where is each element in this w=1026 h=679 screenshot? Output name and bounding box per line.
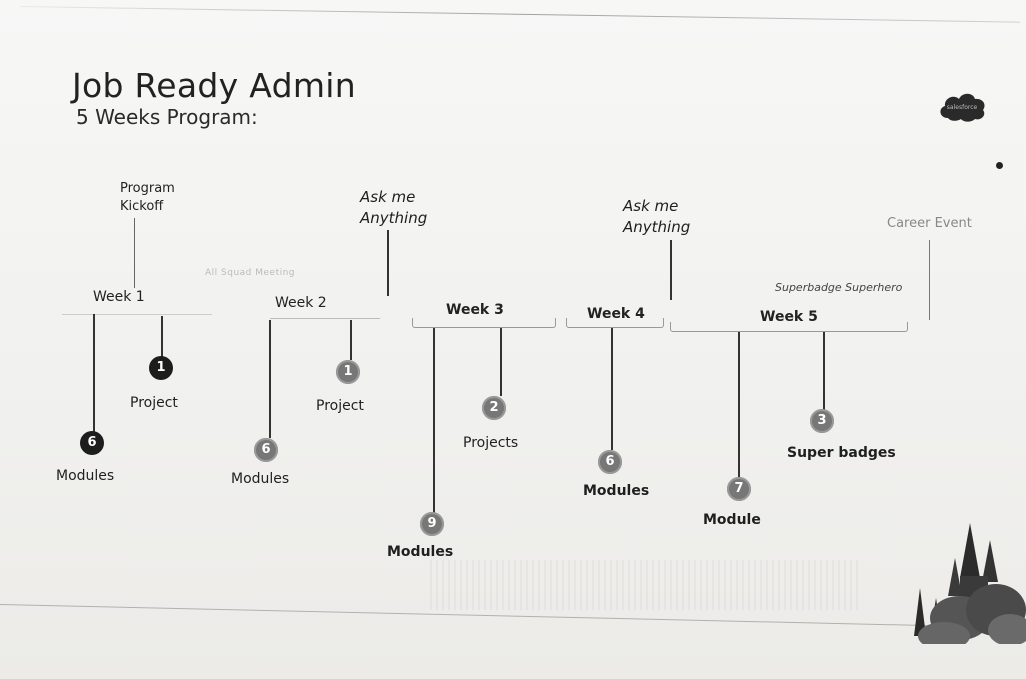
ama2-connector: [670, 240, 672, 300]
badge-w5-module: 7: [727, 477, 751, 501]
badge-w3-projects: 2: [482, 396, 506, 420]
label-w1-modules: Modules: [56, 468, 115, 484]
label-w2-modules: Modules: [231, 471, 290, 487]
event-ask-me-anything-1: Ask me Anything: [360, 188, 428, 227]
label-w1-project: Project: [130, 395, 178, 411]
event-ask-me-anything-2: Ask me Anything: [623, 197, 691, 236]
badge-w1-modules: 6: [80, 431, 104, 455]
badge-w5-superbadges: 3: [810, 409, 834, 433]
w1-project-connector: [161, 316, 163, 358]
speckle-texture: [430, 560, 860, 610]
event-faint-week2: All Squad Meeting: [205, 268, 296, 278]
badge-w2-project: 1: [336, 360, 360, 384]
w3-modules-connector: [433, 328, 435, 514]
event-program-kickoff: Program Kickoff: [120, 181, 175, 214]
logo-text: salesforce: [947, 104, 978, 111]
week-1-label: Week 1: [93, 289, 145, 305]
w5-superbadges-connector: [823, 332, 825, 410]
label-w3-modules: Modules: [387, 544, 454, 560]
w2-project-connector: [350, 320, 352, 360]
w1-modules-connector: [93, 314, 95, 434]
badge-w2-modules: 6: [254, 438, 278, 462]
week-5-label: Week 5: [760, 309, 818, 325]
label-w5-module: Module: [703, 512, 761, 528]
label-w5-superbadges: Super badges: [787, 445, 896, 461]
w4-modules-connector: [611, 328, 613, 450]
week4-bracket: [566, 318, 664, 328]
career-connector: [929, 240, 930, 320]
event-career-event: Career Event: [887, 216, 972, 231]
page-title: Job Ready Admin: [72, 66, 356, 105]
w5-module-connector: [738, 332, 740, 478]
label-w4-modules: Modules: [583, 483, 650, 499]
w2-modules-connector: [269, 320, 271, 438]
salesforce-cloud-icon: salesforce: [940, 93, 985, 122]
top-edge: [19, 6, 1020, 23]
kickoff-connector: [134, 218, 135, 288]
week5-bracket: [670, 322, 908, 332]
week2-line: [270, 318, 380, 319]
forest-castle-icon: [914, 523, 1026, 644]
bullet-dot: [996, 162, 1003, 169]
badge-w4-modules: 6: [598, 450, 622, 474]
week1-line: [62, 314, 212, 315]
week3-bracket: [412, 318, 556, 328]
week-2-label: Week 2: [275, 295, 327, 311]
event-superbadge-superhero: Superbadge Superhero: [775, 281, 903, 294]
label-w3-projects: Projects: [463, 435, 519, 451]
week-4-label: Week 4: [587, 306, 645, 322]
week-3-label: Week 3: [446, 302, 504, 318]
ama1-connector: [387, 230, 389, 296]
badge-w3-modules: 9: [420, 512, 444, 536]
w3-projects-connector: [500, 328, 502, 396]
label-w2-project: Project: [316, 398, 364, 414]
badge-w1-project: 1: [149, 356, 173, 380]
page-subtitle: 5 Weeks Program:: [76, 105, 258, 129]
